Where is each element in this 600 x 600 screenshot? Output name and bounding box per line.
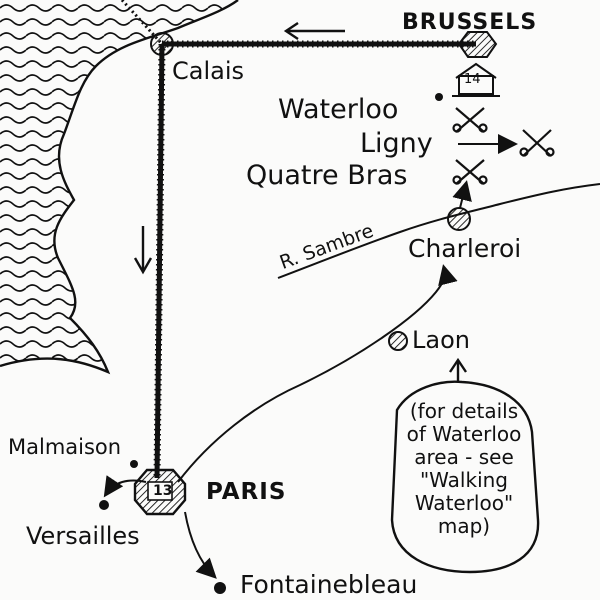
label-fontainebleau: Fontainebleau bbox=[240, 570, 418, 599]
crossed-swords-icon bbox=[519, 129, 555, 157]
label-waterloo: Waterloo bbox=[278, 94, 399, 125]
river-sambre bbox=[277, 183, 600, 279]
brussels-number: 14 bbox=[464, 72, 481, 87]
label-charleroi: Charleroi bbox=[408, 234, 522, 263]
note-box bbox=[390, 380, 540, 574]
route-to-fontainebleau bbox=[184, 511, 217, 579]
route-charleroi-quatre-bras bbox=[452, 180, 472, 209]
town-marker-icon bbox=[457, 31, 498, 58]
sea bbox=[0, 0, 238, 372]
town-marker-icon bbox=[99, 500, 109, 510]
label-quatre-bras: Quatre Bras bbox=[246, 160, 408, 191]
label-brussels: BRUSSELS bbox=[402, 10, 538, 35]
town-marker-icon bbox=[447, 207, 471, 231]
building-icon bbox=[452, 62, 500, 97]
town-marker-icon bbox=[435, 93, 443, 101]
town-marker-icon bbox=[147, 481, 173, 501]
label-ligny: Ligny bbox=[360, 128, 433, 159]
crossed-swords-icon bbox=[452, 159, 488, 185]
note-text: (for details of Waterloo area - see "Wal… bbox=[406, 399, 522, 538]
paris-number: 13 bbox=[153, 483, 173, 499]
crossed-swords-icon bbox=[452, 107, 488, 133]
town-marker-icon bbox=[388, 331, 408, 351]
arrow-icon bbox=[133, 22, 467, 384]
label-paris: PARIS bbox=[206, 479, 287, 505]
route-paris-charleroi bbox=[177, 264, 458, 483]
coastline bbox=[0, 0, 239, 375]
town-marker-icon bbox=[150, 32, 174, 56]
town-marker-icon bbox=[130, 460, 138, 468]
label-versailles: Versailles bbox=[26, 522, 140, 550]
label-laon: Laon bbox=[412, 326, 470, 354]
rail-routes bbox=[153, 40, 476, 479]
label-calais: Calais bbox=[172, 57, 245, 85]
label-malmaison: Malmaison bbox=[8, 435, 122, 459]
town-marker-icon bbox=[214, 582, 226, 594]
